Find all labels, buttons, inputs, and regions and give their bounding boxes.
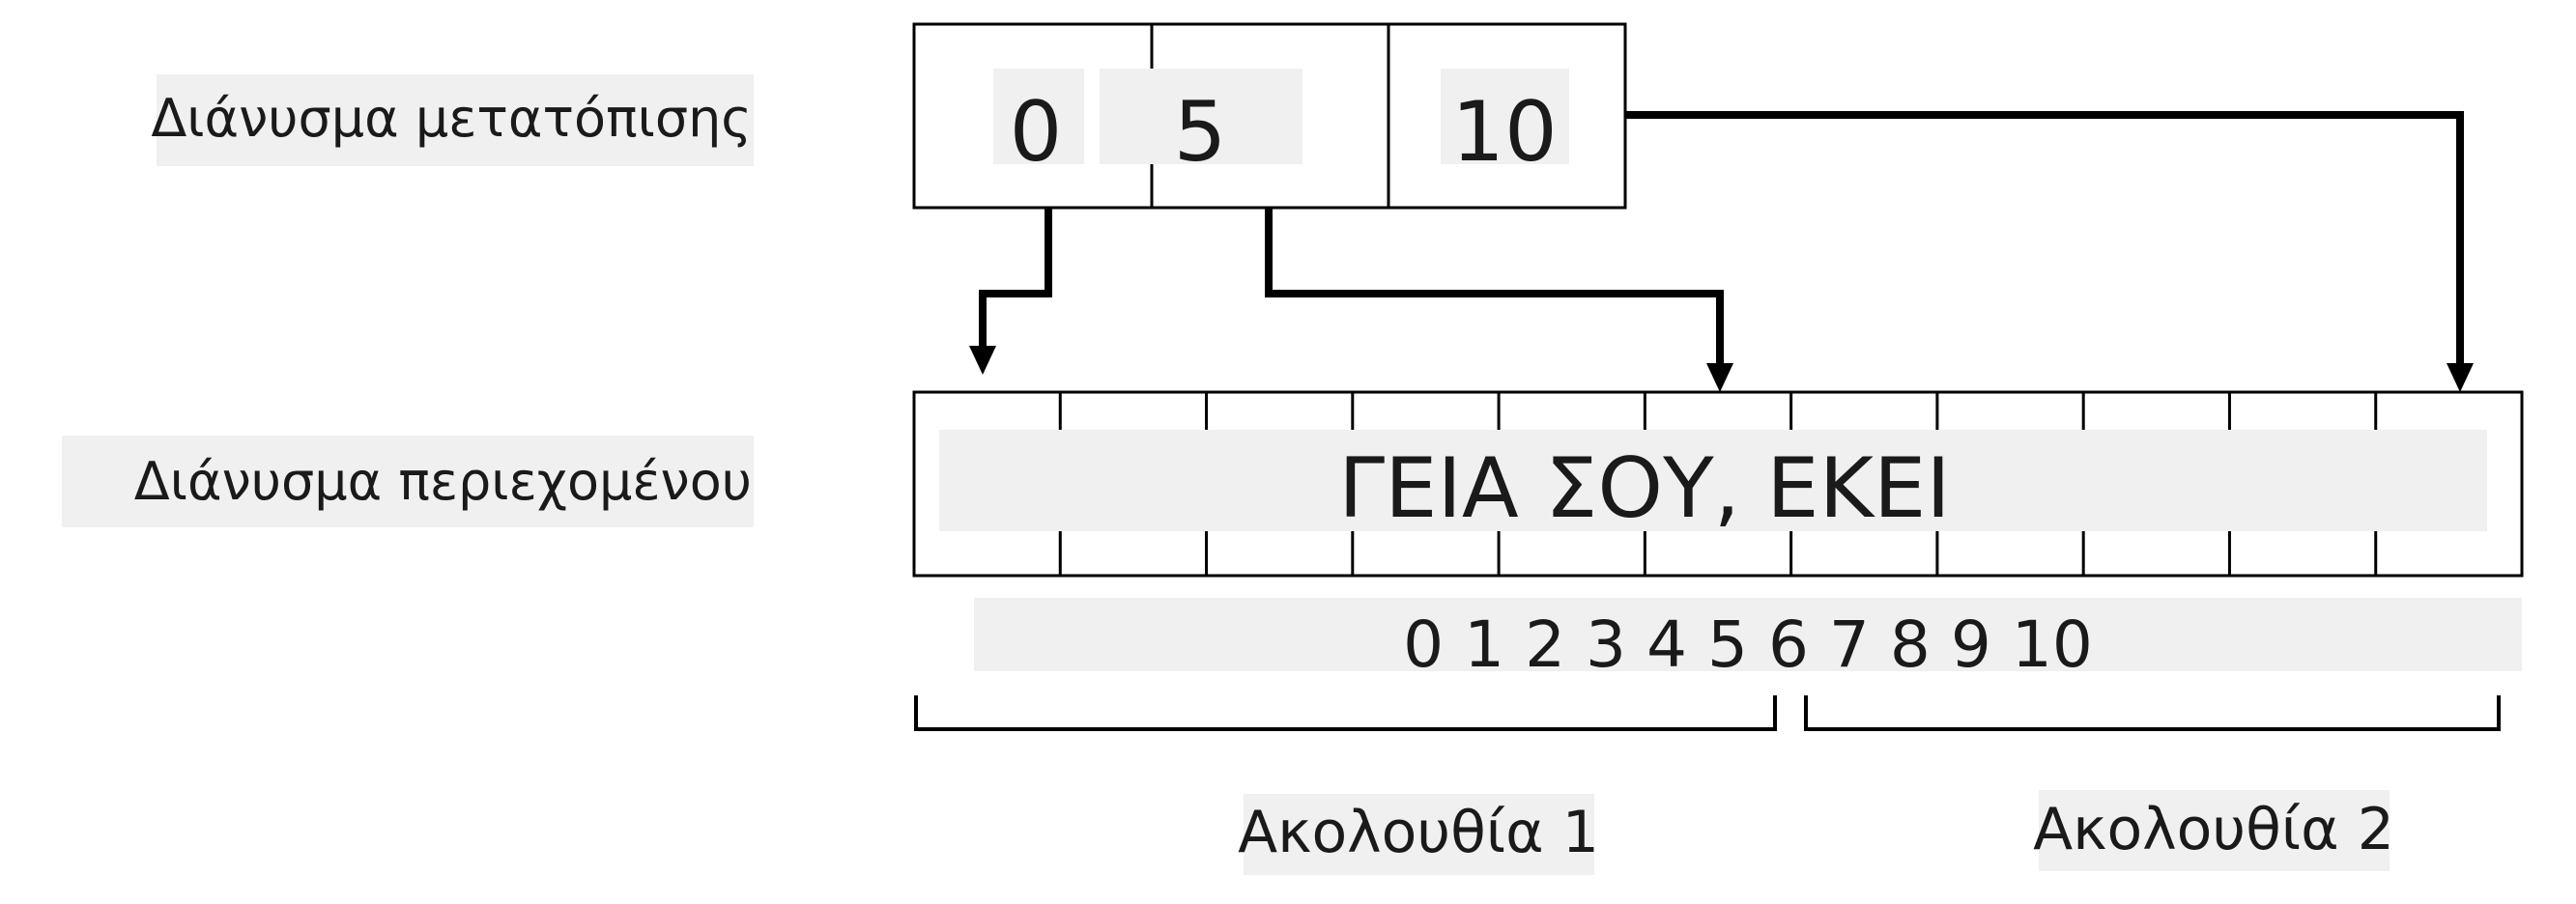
arrow-offset-0	[979, 208, 1052, 348]
offset-vector: 0 5 10	[912, 22, 1627, 210]
index-row: 0 1 2 3 4 5 6 7 8 9 10	[1403, 607, 2093, 682]
offset-label-bg	[157, 74, 754, 166]
offset-cell-5-bg	[1100, 69, 1302, 164]
offset-arrows	[979, 111, 2464, 371]
brace-sequence-1	[914, 695, 1777, 731]
content-vector: ΓΕΙΑ ΣΟΥ, ΕΚΕΙ	[912, 390, 2524, 578]
index-row-bg	[974, 598, 2522, 671]
sequence-1-label: Ακολουθία 1	[1238, 799, 1599, 866]
arrow-offset-10	[1625, 111, 2464, 371]
sequence-2-bg	[2039, 790, 2390, 871]
offset-value-1: 5	[1174, 84, 1227, 181]
arrow-offset-5	[1265, 208, 1724, 371]
offset-cell-10-bg	[1441, 69, 1569, 164]
offset-cell-0-bg	[993, 69, 1084, 164]
sequence-braces	[914, 695, 2501, 731]
content-vector-label: Διάνυσμα περιεχομένου	[134, 451, 752, 512]
arrowheads	[969, 346, 2474, 392]
brace-sequence-2	[1804, 695, 2501, 731]
sequence-1-bg	[1244, 794, 1594, 875]
content-text-bg	[939, 430, 2487, 531]
offset-value-2: 10	[1451, 84, 1557, 181]
offset-vector-label: Διάνυσμα μετατόπισης	[151, 88, 752, 149]
arrowhead-0	[969, 346, 996, 375]
content-text: ΓΕΙΑ ΣΟΥ, ΕΚΕΙ	[1338, 440, 1950, 537]
arrowhead-10	[2447, 363, 2474, 392]
offset-value-0: 0	[1010, 84, 1063, 181]
arrowhead-5	[1706, 363, 1733, 392]
content-label-bg	[62, 436, 754, 527]
sequence-2-label: Ακολουθία 2	[2033, 796, 2394, 863]
